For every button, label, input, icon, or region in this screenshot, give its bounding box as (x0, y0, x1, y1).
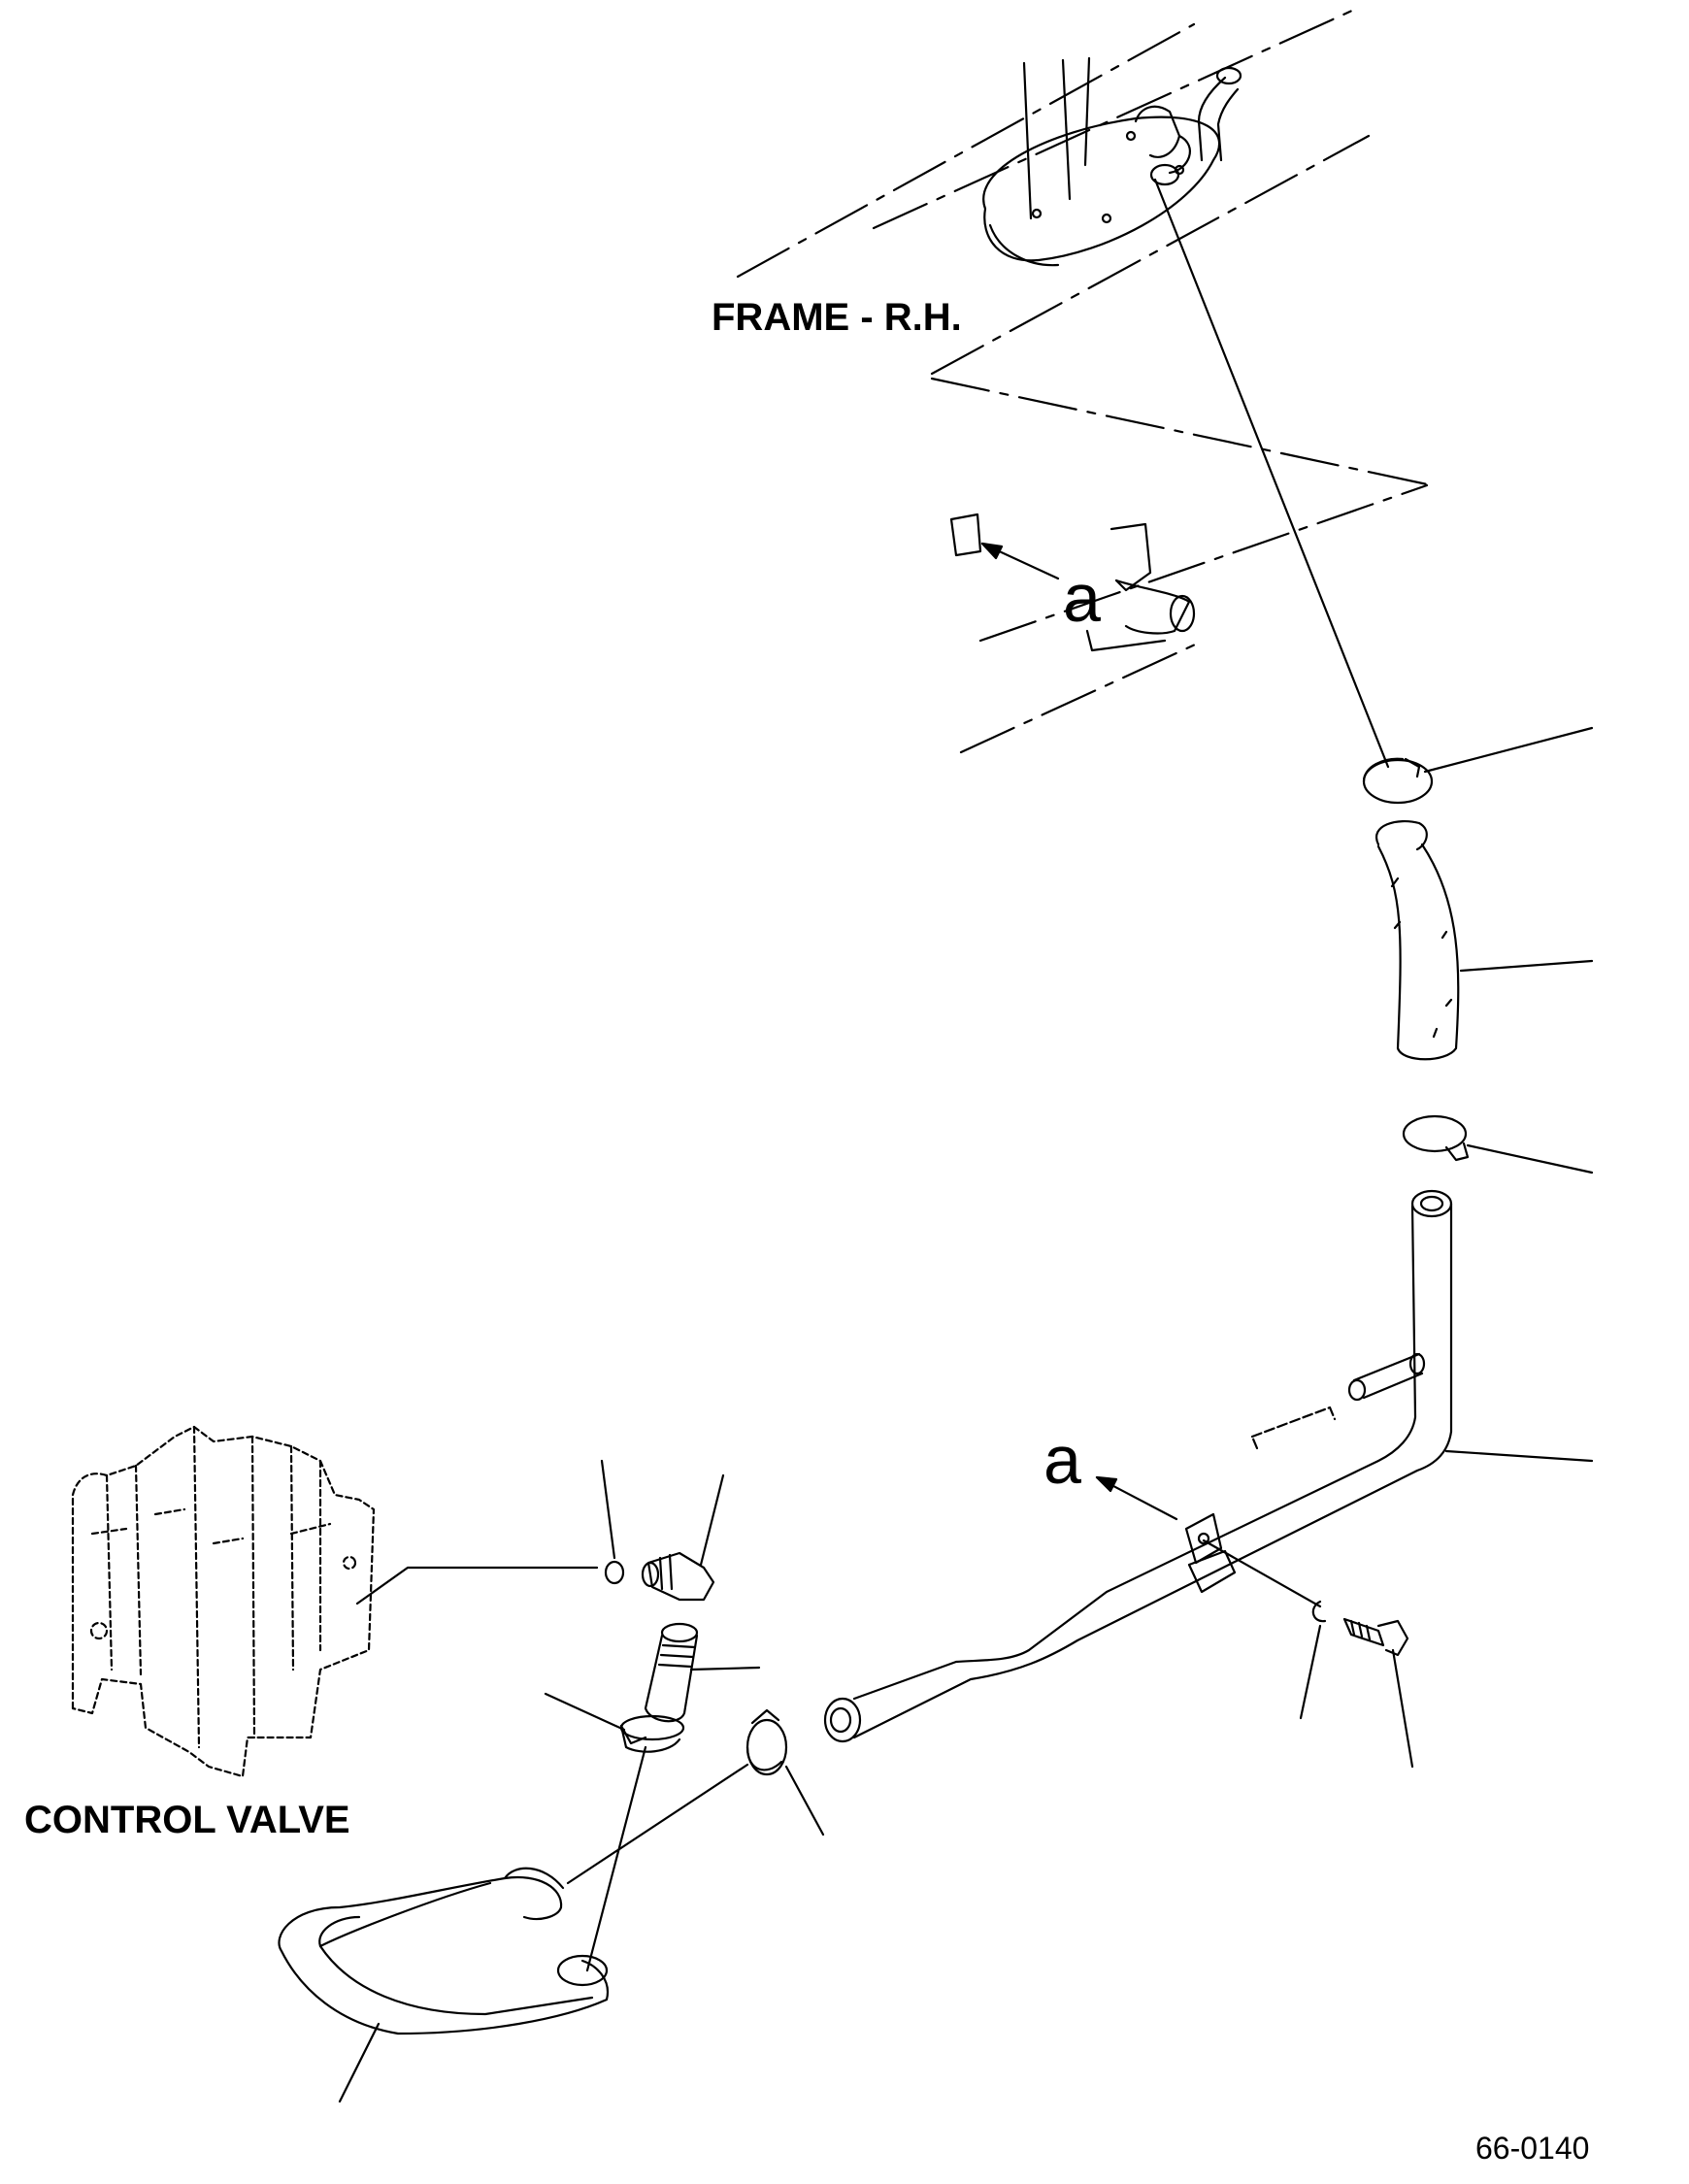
leader-metal-tube (1446, 1451, 1592, 1461)
frame-rh-outline (738, 10, 1432, 752)
leader-clamp-upper (1425, 728, 1592, 772)
leader-clamp-lower-right (786, 1767, 823, 1835)
rubber-hose-lower (280, 1869, 608, 2034)
arrow-a-top (982, 544, 1058, 579)
callout-a-lower: a (1043, 1422, 1081, 1498)
adapter-nipple (646, 1624, 697, 1721)
leader-o-ring (602, 1461, 614, 1558)
hose-clamp-lower-right (747, 1710, 786, 1774)
leader-clamp-middle (1468, 1145, 1592, 1173)
callout-a-top: a (1063, 560, 1101, 636)
o-ring (606, 1562, 623, 1583)
hose-clamp-lower-left (621, 1716, 683, 1752)
leader-tab-to-bolt (1204, 1540, 1320, 1606)
hose-clamp-upper (1364, 759, 1432, 803)
leader-adapter-nipple (691, 1668, 759, 1670)
leader-hose-lower (340, 2024, 379, 2101)
leader-clamp-lower-left (546, 1694, 624, 1730)
leader-fitting-to-hose (587, 1747, 646, 1970)
leader-hose-upper (1461, 961, 1592, 971)
control-valve-label: CONTROL VALVE (24, 1799, 350, 1841)
arrow-a-lower (1097, 1477, 1176, 1519)
leader-control-valve (357, 1568, 597, 1604)
bolt (1344, 1619, 1408, 1655)
leader-elbow-fitting (701, 1475, 723, 1565)
leader-clamp-to-hose (568, 1765, 747, 1883)
hose-clamp-middle (1404, 1116, 1468, 1160)
leader-bolt (1393, 1650, 1412, 1767)
detail-bracket-a (951, 514, 1194, 650)
metal-tube (825, 1191, 1451, 1741)
frame-mount-plate (983, 58, 1241, 265)
elbow-fitting (643, 1553, 713, 1600)
leader-lock-washer (1301, 1626, 1320, 1718)
leader-plate-to-clamp (1155, 180, 1388, 767)
control-valve-body (73, 1427, 374, 1776)
figure-number: 66-0140 (1475, 2131, 1590, 2166)
rubber-hose-upper (1376, 821, 1458, 1059)
lock-washer (1313, 1602, 1325, 1621)
frame-rh-label: FRAME - R.H. (712, 296, 962, 339)
